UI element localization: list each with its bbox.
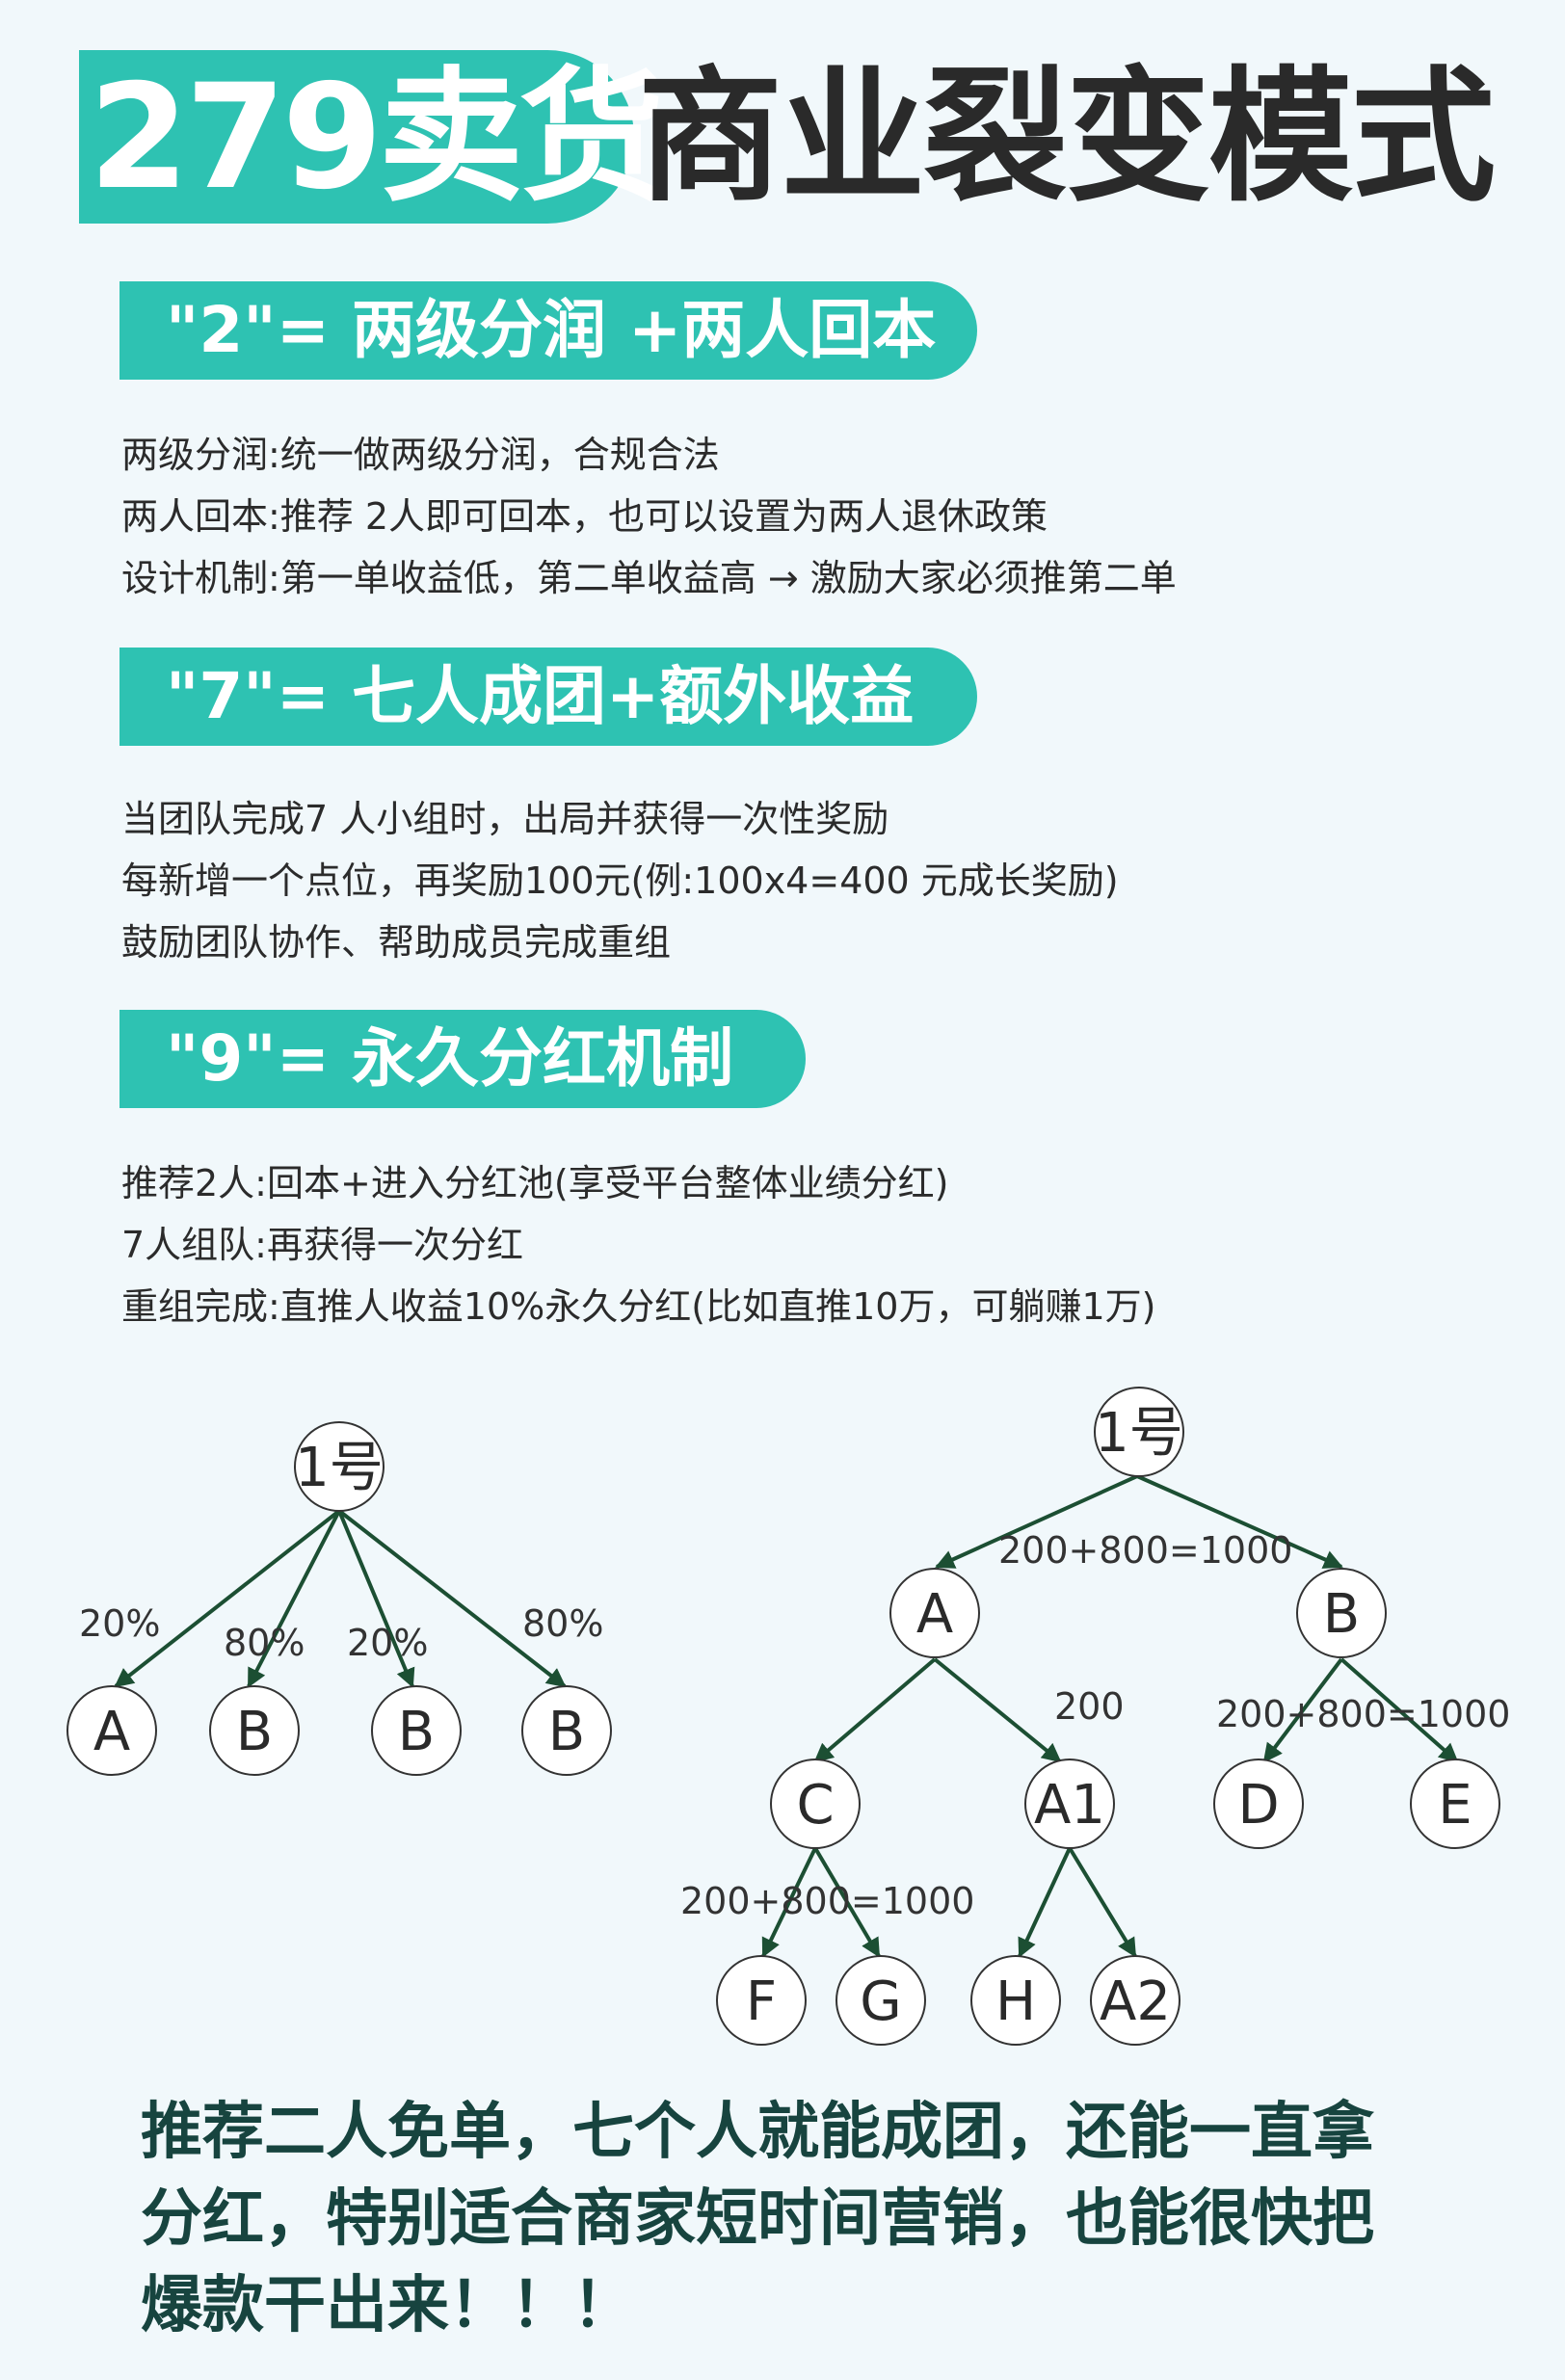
right-label-root-children: 200+800=1000 — [998, 1529, 1292, 1572]
right-tree-edges — [761, 1474, 1459, 1958]
section-2-heading: "7"= 七人成团+额外收益 — [119, 648, 977, 746]
right-label-b-children: 200+800=1000 — [1216, 1693, 1510, 1735]
left-node-b3: B — [521, 1685, 612, 1776]
edge-a-a1 — [933, 1657, 1062, 1763]
left-root-node: 1号 — [294, 1421, 385, 1512]
right-tree-nodes: 1号 A B C A1 D E F — [716, 1387, 1500, 2046]
edge-a1-h — [1018, 1847, 1072, 1958]
left-node-b1: B — [209, 1685, 300, 1776]
edge-b-d — [1262, 1657, 1343, 1763]
footer-line-3: 爆款干出来！！！ — [141, 2270, 634, 2341]
edge-root-a — [114, 1509, 341, 1688]
edge-c-f — [761, 1847, 817, 1958]
right-node-a1: A1 — [1024, 1759, 1115, 1849]
right-node-b-label: B — [1323, 1583, 1360, 1646]
section-1-heading: "2"= 两级分润 +两人回本 — [119, 281, 977, 380]
left-node-b2-label: B — [398, 1701, 435, 1763]
section-1-line-2: 两人回本:推荐 2人即可回本，也可以设置为两人退休政策 — [121, 495, 1048, 538]
title-highlight — [79, 50, 634, 224]
edge-r-root-a — [935, 1474, 1138, 1569]
title-number-part: 279卖货 — [89, 54, 664, 222]
left-node-a: A — [66, 1685, 157, 1776]
edge-root-b1 — [247, 1510, 341, 1688]
right-label-a-a1: 200 — [1054, 1685, 1125, 1728]
right-node-f: F — [716, 1955, 807, 2046]
right-label-c-children: 200+800=1000 — [680, 1880, 974, 1922]
section-1-body: 两级分润:统一做两级分润，合规合法 两人回本:推荐 2人即可回本，也可以设置为两… — [121, 424, 1177, 609]
right-node-c-label: C — [796, 1774, 834, 1837]
section-1-line-3: 设计机制:第一单收益低，第二单收益高 → 激励大家必须推第二单 — [121, 557, 1177, 599]
footer-line-2: 分红，特别适合商家短时间营销，也能很快把 — [141, 2183, 1374, 2255]
left-edge-label-1: 20% — [79, 1602, 160, 1645]
section-2-line-1: 当团队完成7 人小组时，出局并获得一次性奖励 — [121, 798, 889, 840]
title-banner: 279卖货 商业裂变模式 — [79, 46, 1505, 229]
footer-line-1: 推荐二人免单，七个人就能成团，还能一直拿 — [141, 2097, 1374, 2168]
right-node-h-label: H — [995, 1970, 1036, 2033]
right-tree-edge-labels: 200+800=1000 200 200+800=1000 200+800=10… — [680, 1529, 1510, 1922]
edge-r-root-b — [1136, 1474, 1343, 1569]
right-node-a: A — [889, 1568, 980, 1658]
section-3-heading: "9"= 永久分红机制 — [119, 1010, 806, 1108]
section-1-line-1: 两级分润:统一做两级分润，合规合法 — [121, 434, 720, 476]
right-node-c: C — [770, 1759, 861, 1849]
edge-a1-a2 — [1068, 1846, 1137, 1958]
section-2-body: 当团队完成7 人小组时，出局并获得一次性奖励 每新增一个点位，再奖励100元(例… — [121, 788, 1119, 973]
left-tree-edge-labels: 20% 80% 20% 80% — [79, 1602, 603, 1664]
right-node-a-label: A — [916, 1583, 953, 1646]
left-edge-label-2: 80% — [224, 1622, 305, 1664]
left-edge-label-3: 20% — [347, 1622, 428, 1664]
right-node-b: B — [1296, 1568, 1387, 1658]
right-node-a2: A2 — [1090, 1955, 1180, 2046]
section-2-line-2: 每新增一个点位，再奖励100元(例:100x4=400 元成长奖励) — [121, 859, 1119, 902]
right-node-a1-label: A1 — [1034, 1774, 1105, 1837]
title-main-part: 商业裂变模式 — [638, 54, 1496, 222]
left-node-a-label: A — [93, 1701, 130, 1763]
edge-root-b3 — [337, 1509, 567, 1688]
right-node-g: G — [836, 1955, 926, 2046]
right-node-e: E — [1410, 1759, 1500, 1849]
edge-root-b2 — [337, 1510, 415, 1688]
right-node-d: D — [1213, 1759, 1304, 1849]
left-root-label: 1号 — [295, 1437, 384, 1499]
section-2-line-3: 鼓励团队协作、帮助成员完成重组 — [121, 921, 672, 964]
right-root-label: 1号 — [1095, 1402, 1183, 1465]
right-node-h: H — [970, 1955, 1061, 2046]
left-tree-edges — [114, 1509, 567, 1688]
right-node-d-label: D — [1237, 1774, 1279, 1837]
right-node-a2-label: A2 — [1100, 1970, 1171, 2033]
section-3-line-1: 推荐2人:回本+进入分红池(享受平台整体业绩分红) — [121, 1162, 949, 1204]
edge-c-g — [813, 1846, 881, 1958]
right-node-e-label: E — [1438, 1774, 1472, 1837]
right-root-node: 1号 — [1094, 1387, 1184, 1477]
footer-summary: 推荐二人免单，七个人就能成团，还能一直拿 分红，特别适合商家短时间营销，也能很快… — [141, 2089, 1432, 2349]
section-3-line-3: 重组完成:直推人收益10%永久分红(比如直推10万，可躺赚1万) — [121, 1285, 1156, 1328]
edge-a-c — [813, 1657, 937, 1763]
left-edge-label-4: 80% — [522, 1602, 603, 1645]
right-node-f-label: F — [746, 1970, 777, 2033]
left-node-b2: B — [371, 1685, 462, 1776]
section-3-line-2: 7人组队:再获得一次分红 — [121, 1224, 523, 1266]
left-tree-nodes: 1号 A B B B — [66, 1421, 612, 1776]
left-node-b1-label: B — [236, 1701, 273, 1763]
edge-b-e — [1340, 1657, 1459, 1763]
right-node-g-label: G — [860, 1970, 901, 2033]
left-node-b3-label: B — [548, 1701, 585, 1763]
section-3-body: 推荐2人:回本+进入分红池(享受平台整体业绩分红) 7人组队:再获得一次分红 重… — [121, 1152, 1155, 1337]
